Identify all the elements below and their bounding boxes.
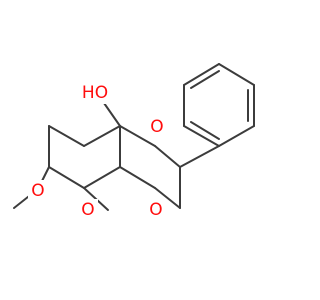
methoxy-oxygen-label: O bbox=[31, 181, 44, 201]
bond bbox=[154, 187, 181, 209]
bond bbox=[83, 125, 121, 147]
atom-labels: HO O O O O bbox=[31, 83, 163, 220]
ring-oxygen-top-label: O bbox=[150, 117, 163, 137]
atom-mask bbox=[80, 82, 110, 104]
aromatic-double-bond bbox=[190, 121, 220, 140]
bond bbox=[179, 145, 220, 168]
molecule-structure-diagram: HO O O O O bbox=[13, 63, 255, 221]
atom-mask bbox=[78, 199, 98, 221]
pyran-oxygen-label: O bbox=[81, 200, 94, 220]
bond bbox=[119, 125, 156, 147]
bond bbox=[183, 63, 220, 86]
bond bbox=[48, 166, 85, 189]
bond bbox=[218, 63, 255, 86]
atom-mask bbox=[28, 180, 48, 202]
ring-oxygen-lower-label: O bbox=[149, 200, 162, 220]
bond bbox=[83, 166, 121, 189]
atom-masks bbox=[28, 82, 167, 221]
aromatic-double-bond bbox=[190, 70, 220, 89]
atom-mask bbox=[147, 116, 167, 138]
bond bbox=[218, 125, 255, 147]
bond bbox=[48, 125, 85, 147]
bond bbox=[183, 125, 220, 147]
atom-mask bbox=[146, 199, 166, 221]
bond bbox=[154, 145, 181, 168]
hydroxyl-label: HO bbox=[82, 83, 108, 103]
bond-layer bbox=[13, 63, 255, 211]
bond bbox=[119, 166, 156, 189]
